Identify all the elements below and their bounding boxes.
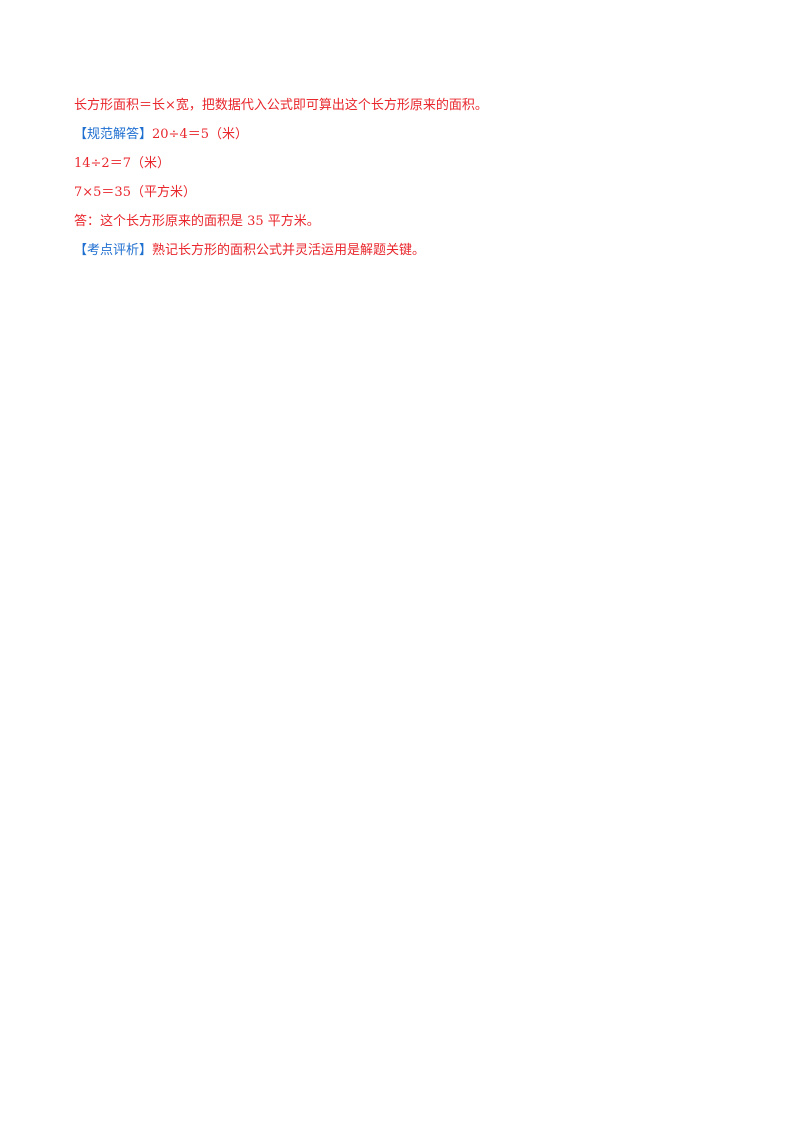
- calculation-line-2: 14÷2＝7（米）: [74, 154, 734, 174]
- answer-text: 答：这个长方形原来的面积是 35 平方米。: [74, 214, 320, 229]
- standard-answer-tag: 【规范解答】: [74, 127, 153, 142]
- key-point-text: 熟记长方形的面积公式并灵活运用是解题关键。: [152, 243, 426, 258]
- analysis-line: 长方形面积＝长×宽，把数据代入公式即可算出这个长方形原来的面积。: [74, 96, 734, 116]
- answer-line: 答：这个长方形原来的面积是 35 平方米。: [74, 212, 734, 232]
- key-point-line: 【考点评析】熟记长方形的面积公式并灵活运用是解题关键。: [74, 241, 734, 261]
- calculation-line-3: 7×5＝35（平方米）: [74, 183, 734, 203]
- key-point-tag: 【考点评析】: [74, 243, 153, 258]
- calculation-step-3: 7×5＝35（平方米）: [74, 185, 196, 200]
- analysis-text: 长方形面积＝长×宽，把数据代入公式即可算出这个长方形原来的面积。: [74, 98, 488, 113]
- solution-content: 长方形面积＝长×宽，把数据代入公式即可算出这个长方形原来的面积。 【规范解答】2…: [74, 96, 734, 270]
- calculation-step-2: 14÷2＝7（米）: [74, 156, 170, 171]
- standard-answer-line: 【规范解答】20÷4＝5（米）: [74, 125, 734, 145]
- calculation-step-1: 20÷4＝5（米）: [152, 127, 248, 142]
